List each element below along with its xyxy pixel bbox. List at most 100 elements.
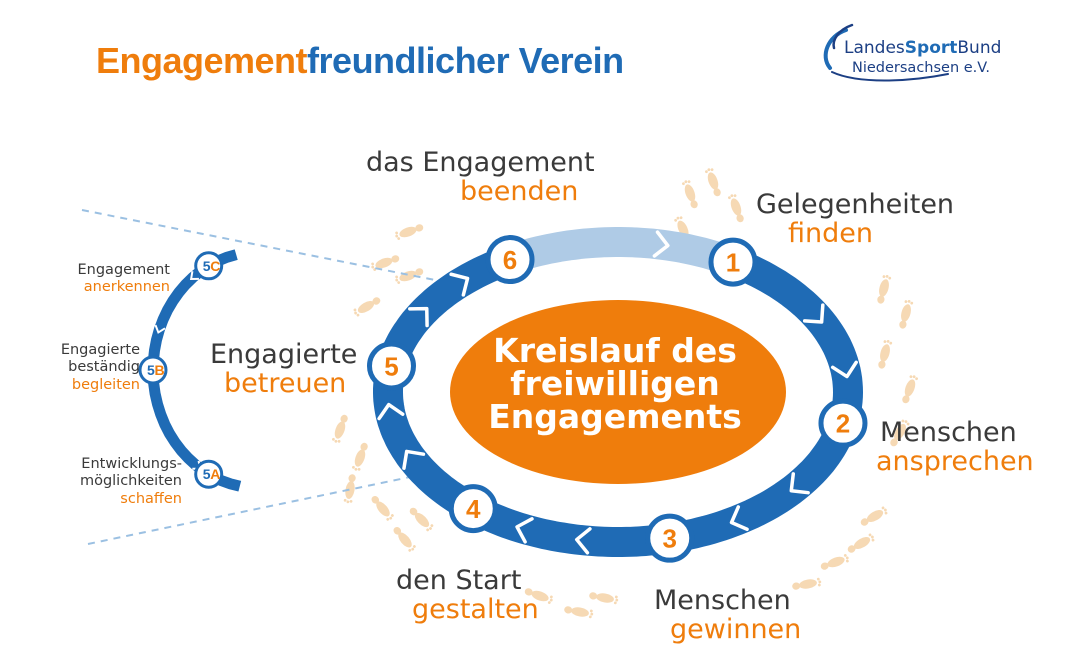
sub-arc-arrow-icon bbox=[154, 324, 166, 334]
cycle-node-3: 3 bbox=[645, 513, 695, 563]
footprint-icon bbox=[332, 414, 348, 443]
step-6-line1: das Engagement bbox=[366, 147, 595, 178]
sub-step-5c-orange: anerkennen bbox=[83, 279, 170, 296]
sub-node-letter: A bbox=[210, 466, 220, 482]
cycle-nodes: 1 2 3 4 5 6 bbox=[366, 235, 868, 563]
sub-node-letter: C bbox=[210, 258, 220, 274]
sub-step-5b-orange: begleiten bbox=[71, 376, 140, 393]
ring-arrow-icon bbox=[574, 527, 592, 555]
center-line-3: Engagements bbox=[488, 397, 742, 436]
ring-segment bbox=[740, 253, 864, 422]
title-part-orange: Engagement bbox=[96, 40, 308, 81]
logo-word-landes: Landes bbox=[844, 38, 905, 58]
step-2-line1: Menschen bbox=[880, 417, 1017, 448]
ring-arrow-icon bbox=[830, 360, 858, 379]
sub-node-number: 5 bbox=[203, 258, 211, 274]
center-ellipse bbox=[450, 300, 786, 484]
footprint-icon bbox=[682, 180, 698, 209]
footprint-icon bbox=[792, 577, 822, 590]
footprint-icon bbox=[409, 507, 434, 532]
logo-word-sport: Sport bbox=[904, 38, 958, 58]
node-number: 6 bbox=[503, 245, 517, 275]
zoom-guide-line-bottom bbox=[87, 475, 416, 545]
page-title: Engagementfreundlicher Verein bbox=[96, 40, 624, 82]
ring-segment bbox=[373, 368, 470, 515]
logo-word-bund: Bund bbox=[957, 38, 1002, 58]
step-4-label: den Start gestalten bbox=[396, 566, 539, 624]
step-1-line2: finden bbox=[788, 218, 873, 250]
footprint-icon bbox=[860, 506, 888, 526]
sub-step-5b-label: Engagierte beständig begleiten bbox=[40, 342, 140, 394]
node-circle bbox=[485, 235, 535, 285]
footprint-icon bbox=[371, 495, 394, 521]
sub-step-5a-orange: schaffen bbox=[120, 490, 182, 507]
cycle-node-1: 1 bbox=[708, 237, 758, 287]
step-6-label: das Engagement beenden bbox=[366, 148, 595, 206]
step-5-line2: betreuen bbox=[224, 368, 347, 400]
sub-node-circle bbox=[194, 459, 224, 489]
node-circle bbox=[818, 398, 868, 448]
ring-segment bbox=[380, 248, 509, 362]
footprint-icon bbox=[878, 340, 893, 369]
center-label: Kreislauf des freiwilligen Engagements bbox=[470, 334, 760, 433]
step-3-line2: gewinnen bbox=[670, 614, 802, 646]
ring-segment bbox=[674, 427, 853, 552]
sub-step-5b-line2: beständig bbox=[68, 359, 140, 376]
ring-arrow-icon bbox=[729, 505, 749, 532]
footprint-icon bbox=[899, 300, 914, 329]
footprint-icon bbox=[353, 297, 381, 317]
footprints-decoration bbox=[332, 168, 918, 619]
step-3-label: Menschen gewinnen bbox=[654, 586, 801, 644]
sub-step-5a-line1: Entwicklungs- bbox=[81, 456, 182, 472]
footprint-icon bbox=[395, 224, 424, 240]
center-line-2: freiwilligen bbox=[510, 364, 720, 403]
sub-node-number: 5 bbox=[147, 362, 155, 378]
cycle-node-4: 4 bbox=[448, 484, 498, 534]
step-5-label: Engagierte betreuen bbox=[210, 340, 357, 398]
ring-arrow-icon bbox=[802, 303, 825, 324]
sub-node-number: 5 bbox=[203, 466, 211, 482]
ring-arrow-icon bbox=[449, 272, 470, 297]
ring-segment bbox=[473, 498, 656, 557]
footprint-icon bbox=[728, 194, 744, 223]
node-number: 5 bbox=[384, 351, 398, 381]
sub-arc-arrow-icon bbox=[189, 271, 199, 280]
logo-line1: LandesSportBund bbox=[844, 38, 1001, 58]
cycle-ring bbox=[373, 227, 864, 557]
cycle-node-6: 6 bbox=[485, 235, 535, 285]
footprint-icon bbox=[847, 533, 875, 553]
sub-node-letter: B bbox=[155, 362, 165, 378]
step-4-line1: den Start bbox=[396, 565, 522, 596]
ring-arrow-icon bbox=[402, 449, 426, 470]
footprint-icon bbox=[902, 375, 918, 404]
lsb-logo: LandesSportBund Niedersachsen e.V. bbox=[818, 22, 1018, 82]
node-circle bbox=[645, 513, 695, 563]
cycle-node-2: 2 bbox=[818, 398, 868, 448]
footprint-icon bbox=[877, 275, 892, 304]
step-1-label: Gelegenheiten finden bbox=[756, 190, 954, 248]
footprint-icon bbox=[564, 606, 594, 619]
sub-node-circle bbox=[138, 355, 168, 385]
step-4-line2: gestalten bbox=[412, 594, 539, 626]
step-3-line1: Menschen bbox=[654, 585, 791, 616]
footprint-icon bbox=[820, 554, 849, 570]
sub-step-5c-line1: Engagement bbox=[77, 262, 171, 278]
sub-step-5b-line1: Engagierte bbox=[60, 342, 140, 358]
step-5-line1: Engagierte bbox=[210, 339, 358, 370]
node-circle bbox=[448, 484, 498, 534]
footprint-icon bbox=[352, 442, 368, 471]
sub-step-5a-line2: möglichkeiten bbox=[79, 473, 182, 490]
ring-arrow-icon bbox=[408, 306, 429, 328]
ring-segment bbox=[520, 227, 731, 274]
ring-arrow-icon bbox=[789, 472, 810, 495]
footprint-icon bbox=[393, 526, 416, 552]
node-number: 1 bbox=[726, 248, 740, 278]
sub-step-5a-label: Entwicklungs- möglichkeiten schaffen bbox=[62, 456, 182, 508]
cycle-node-5: 5 bbox=[366, 341, 416, 391]
